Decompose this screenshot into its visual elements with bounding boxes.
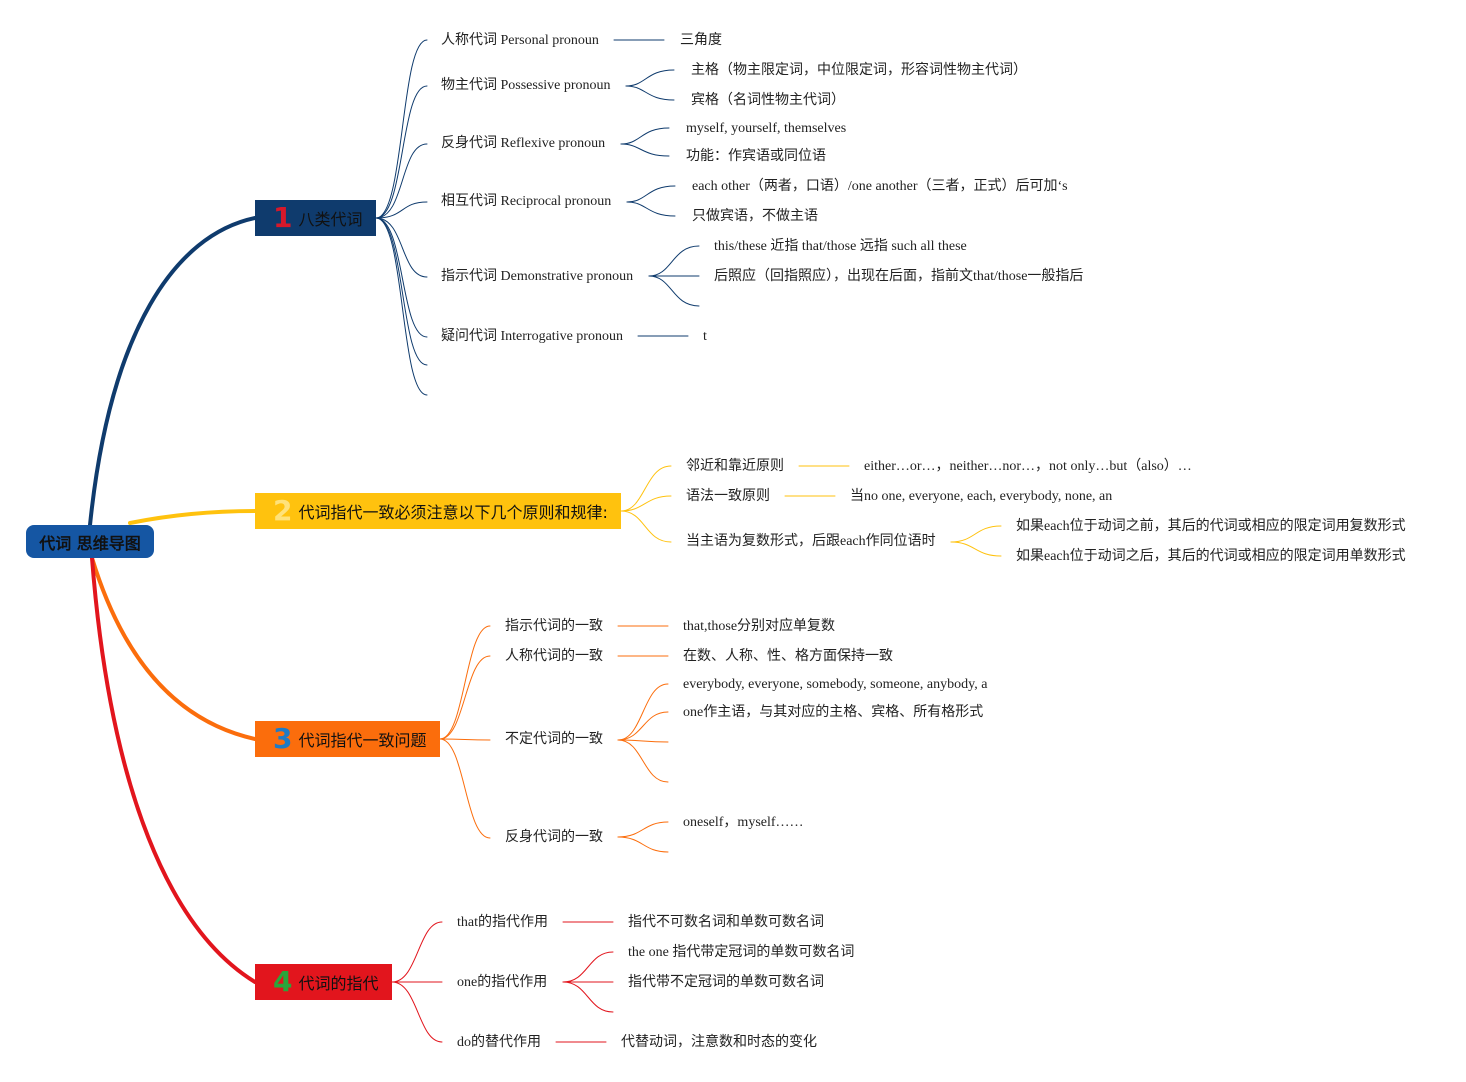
link-b2-topic-2 [620,510,672,543]
topic-grammar-principle[interactable]: 语法一致原则 [686,489,770,504]
branch-4-number: 4 [273,965,293,998]
link-b1-topic-7 [375,217,428,396]
detail-personal-pronoun-1[interactable]: 三角度 [680,33,722,48]
topic-reflexive-pronoun[interactable]: 反身代词 Reflexive pronoun [441,136,606,151]
link-indefinite-0 [617,683,669,741]
link-one-0 [562,951,614,983]
link-each-1 [950,541,1002,557]
detail-plural-subject-each-1[interactable]: 如果each位于动词之前，其后的代词或相应的限定词用复数形式 [1016,519,1406,534]
topic-proximity-principle[interactable]: 邻近和靠近原则 [686,459,784,474]
link-root-branch-4 [90,556,257,984]
detail-possessive-pronoun-2[interactable]: 宾格（名词性物主代词） [691,93,845,108]
branch-2-node[interactable]: 2 代词指代一致必须注意以下几个原则和规律: [255,493,621,529]
link-root-branch-2 [128,509,257,525]
link-b1-topic-3 [375,201,428,219]
detail-reflexive-pronoun-2[interactable]: 功能：作宾语或同位语 [686,149,826,164]
detail-demonstrative-pronoun-2[interactable]: 后照应（回指照应），出现在后面，指前文that/those一般指后 [714,269,1084,284]
link-b1-topic-6 [375,217,428,366]
link-indefinite-1 [617,711,669,741]
link-b3-topic-0 [439,625,491,740]
detail-indefinite-agreement-2[interactable]: one作主语，与其对应的主格、宾格、所有格形式 [683,705,984,720]
link-b1-sub-0-1 [625,85,675,101]
branch-2-number: 2 [273,494,293,527]
link-b1-sub-0-0 [625,69,675,87]
link-each-0 [950,525,1002,543]
link-b1-sub-2-0 [626,185,676,203]
topic-demonstrative-pronoun[interactable]: 指示代词 Demonstrative pronoun [441,269,634,284]
link-indefinite-2 [617,739,669,743]
branch-1-label: 八类代词 [298,210,363,229]
link-b3-topic-2 [439,738,491,741]
branch-2-label: 代词指代一致必须注意以下几个原则和规律: [298,503,608,522]
branch-1-node[interactable]: 1 八类代词 [255,200,376,236]
detail-that-reference-1[interactable]: 指代不可数名词和单数可数名词 [628,915,824,930]
detail-reflexive-pronoun-1[interactable]: myself, yourself, themselves [686,121,847,136]
topic-interrogative-pronoun[interactable]: 疑问代词 Interrogative pronoun [441,329,623,344]
detail-demonstrative-pronoun-1[interactable]: this/these 近指 that/those 远指 such all the… [714,239,967,254]
detail-do-substitution-1[interactable]: 代替动词，注意数和时态的变化 [621,1035,817,1050]
topic-personal-agreement[interactable]: 人称代词的一致 [505,649,603,664]
topic-one-reference[interactable]: one的指代作用 [457,975,548,990]
topic-reciprocal-pronoun[interactable]: 相互代词 Reciprocal pronoun [441,194,612,209]
topic-personal-pronoun[interactable]: 人称代词 Personal pronoun [441,33,599,48]
link-b1-sub-1-0 [620,127,670,145]
link-b1-topic-4 [375,217,428,278]
detail-plural-subject-each-2[interactable]: 如果each位于动词之后，其后的代词或相应的限定词用单数形式 [1016,549,1406,564]
link-b4-topic-2 [391,981,443,1043]
link-one-2 [562,981,614,1013]
link-b1-topic-2 [375,143,428,219]
link-b3-topic-3 [439,738,491,839]
topic-indefinite-agreement[interactable]: 不定代词的一致 [505,732,603,747]
topic-demonstrative-agreement[interactable]: 指示代词的一致 [505,619,603,634]
topic-possessive-pronoun[interactable]: 物主代词 Possessive pronoun [441,78,611,93]
detail-possessive-pronoun-1[interactable]: 主格（物主限定词，中位限定词，形容词性物主代词） [691,63,1027,78]
branch-3-number: 3 [273,722,293,755]
branch-4-node[interactable]: 4 代词的指代 [255,964,392,1000]
link-b1-sub-2-1 [626,201,676,217]
link-b2-topic-0 [620,465,672,512]
link-b3-topic-1 [439,655,491,740]
link-demonstrative-0 [648,245,700,277]
detail-interrogative-pronoun-1[interactable]: t [703,329,707,344]
topic-that-reference[interactable]: that的指代作用 [457,915,548,930]
detail-indefinite-agreement-1[interactable]: everybody, everyone, somebody, someone, … [683,677,988,692]
link-b1-topic-1 [375,85,428,219]
detail-one-reference-2[interactable]: 指代带不定冠词的单数可数名词 [628,975,824,990]
root-node[interactable]: 代词 思维导图 [26,525,154,558]
link-b1-sub-1-1 [620,143,670,157]
branch-3-node[interactable]: 3 代词指代一致问题 [255,721,440,757]
topic-plural-subject-each[interactable]: 当主语为复数形式，后跟each作同位语时 [686,534,936,549]
link-b1-topic-5 [375,217,428,338]
detail-reflexive-agreement-1[interactable]: oneself，myself…… [683,815,804,830]
link-b4-topic-0 [391,921,443,983]
link-demonstrative-2 [648,275,700,307]
topic-reflexive-agreement[interactable]: 反身代词的一致 [505,830,603,845]
link-root-branch-3 [90,556,257,741]
link-root-branch-1 [88,216,257,527]
detail-one-reference-1[interactable]: the one 指代带定冠词的单数可数名词 [628,945,855,960]
link-indefinite-3 [617,739,669,783]
branch-3-label: 代词指代一致问题 [298,731,427,750]
detail-demonstrative-agreement-1[interactable]: that,those分别对应单复数 [683,619,836,634]
detail-personal-agreement-1[interactable]: 在数、人称、性、格方面保持一致 [683,649,893,664]
root-label: 代词 思维导图 [39,533,141,553]
detail-reciprocal-pronoun-1[interactable]: each other（两者，口语）/one another（三者，正式）后可加‘… [692,179,1068,194]
link-b2-topic-1 [620,495,672,512]
topic-do-substitution[interactable]: do的替代作用 [457,1035,541,1050]
detail-reciprocal-pronoun-2[interactable]: 只做宾语，不做主语 [692,209,818,224]
link-b1-topic-0 [375,39,428,219]
branch-1-number: 1 [273,201,293,234]
detail-proximity-principle-1[interactable]: either…or…，neither…nor…，not only…but（als… [864,459,1192,474]
link-reflexive-agree-1 [617,836,669,853]
detail-grammar-principle-1[interactable]: 当no one, everyone, each, everybody, none… [850,489,1113,504]
branch-4-label: 代词的指代 [298,974,379,993]
link-reflexive-agree-0 [617,821,669,838]
